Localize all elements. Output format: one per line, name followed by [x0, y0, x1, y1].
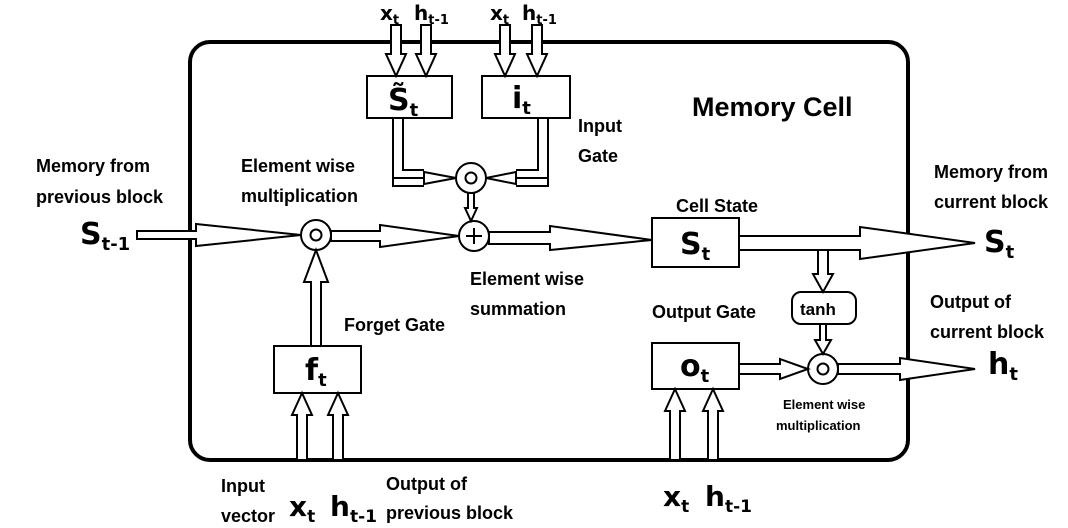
- input-gate-box: [481, 75, 571, 119]
- label-output-gate: Output Gate: [652, 302, 756, 322]
- candidate-state-box: [366, 75, 453, 119]
- arrow-forget-to-multiply: [302, 247, 330, 347]
- hollow-arrows: [136, 24, 976, 461]
- arrow-tanh-to-out-mult: [813, 323, 833, 357]
- top-xt-1: xt: [380, 1, 399, 28]
- arrow-xt-to-forget: [290, 390, 314, 461]
- arrow-out-gate-to-mult: [738, 357, 811, 381]
- forget-gate-symbol: ft: [305, 353, 327, 391]
- input-gate-symbol: it: [512, 81, 531, 119]
- label-ew-mult-out-2: multiplication: [776, 418, 861, 433]
- forget-multiply-operator: [300, 219, 332, 251]
- s-out-symbol: St: [984, 225, 1015, 263]
- arrow-xt-to-out-gate: [663, 386, 687, 461]
- label-input-gate-2: Gate: [578, 146, 618, 166]
- diagram-labels: Memory from previous block Element wise …: [36, 116, 1049, 526]
- sum-operator: [458, 220, 490, 252]
- arrow-xt-to-candidate: [384, 24, 408, 79]
- tanh-label: tanh: [800, 300, 836, 319]
- cell-state-symbol: St: [680, 227, 711, 265]
- arrow-hprev-to-candidate: [414, 24, 438, 79]
- candidate-state-symbol: S̃t: [388, 83, 419, 121]
- label-memory-prev-1: Memory from: [36, 156, 150, 176]
- arrow-hprev-to-forget: [326, 390, 350, 461]
- h-out-symbol: ht: [988, 347, 1018, 385]
- label-ew-sum-2: summation: [470, 299, 566, 319]
- arrow-xt-to-input-gate: [493, 24, 517, 79]
- gate-merge-paths: [392, 118, 549, 187]
- label-input-vector-2: vector: [221, 506, 275, 526]
- label-ew-sum-1: Element wise: [470, 269, 584, 289]
- label-ew-mult-out-1: Element wise: [783, 397, 865, 412]
- bottom-hprev-output: ht-1: [705, 480, 752, 517]
- arrow-multiply-to-sum: [330, 223, 460, 249]
- label-input-vector-1: Input: [221, 476, 265, 496]
- label-ew-mult-top-1: Element wise: [241, 156, 355, 176]
- label-output-prev-2: previous block: [386, 503, 514, 523]
- arrow-cell-to-tanh: [811, 249, 835, 295]
- output-gate-symbol: ot: [680, 349, 710, 387]
- label-output-curr-1: Output of: [930, 292, 1012, 312]
- label-memory-curr-2: current block: [934, 192, 1049, 212]
- input-multiply-operator: [455, 162, 487, 194]
- top-xt-2: xt: [490, 1, 509, 28]
- label-output-prev-1: Output of: [386, 474, 468, 494]
- label-ew-mult-top-2: multiplication: [241, 186, 358, 206]
- bottom-xt-forget: xt: [289, 490, 315, 527]
- bottom-xt-output: xt: [663, 480, 689, 517]
- bottom-hprev-forget: ht-1: [330, 490, 377, 527]
- label-cell-state: Cell State: [676, 196, 758, 216]
- arrow-sum-to-cell-state: [488, 224, 653, 252]
- arrow-input-mult-to-sum: [463, 192, 479, 224]
- arrow-s-prev-to-multiply: [136, 222, 302, 248]
- s-prev-symbol: St-1: [80, 217, 130, 255]
- label-input-gate-1: Input: [578, 116, 622, 136]
- top-hprev-2: ht-1: [522, 1, 557, 28]
- arrow-cell-state-to-output: [738, 225, 976, 261]
- memory-cell-title: Memory Cell: [692, 92, 853, 122]
- label-output-curr-2: current block: [930, 322, 1045, 342]
- label-forget-gate: Forget Gate: [344, 315, 445, 335]
- output-multiply-operator: [807, 353, 839, 385]
- label-memory-prev-2: previous block: [36, 187, 164, 207]
- top-hprev-1: ht-1: [414, 1, 449, 28]
- label-memory-curr-1: Memory from: [934, 162, 1048, 182]
- arrow-hprev-to-out-gate: [701, 386, 725, 461]
- output-gate-box: [651, 342, 740, 390]
- arrow-out-mult-to-ht: [837, 356, 976, 382]
- arrow-hprev-to-input-gate: [525, 24, 549, 79]
